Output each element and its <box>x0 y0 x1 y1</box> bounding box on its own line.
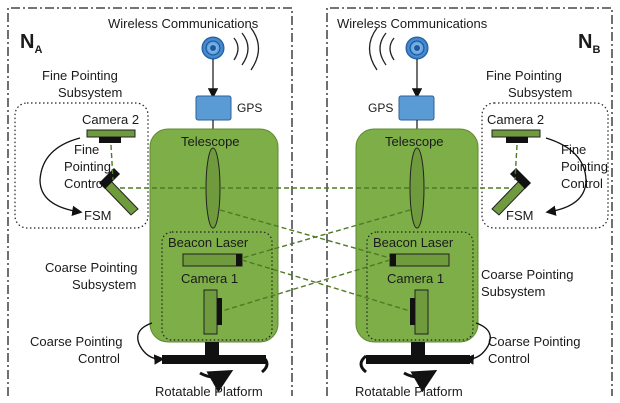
coarse-subsystem-label-b: Coarse Pointing Subsystem <box>481 267 577 299</box>
coarse-box-a <box>161 231 273 341</box>
camera2-sensor-b <box>506 137 528 143</box>
beacon-laser-a <box>182 253 243 267</box>
rotation-arrow-icon <box>403 370 438 393</box>
beacon-laser-b <box>389 253 450 267</box>
node-a-frame <box>7 7 293 396</box>
coarse-subsystem-line1-b: Coarse Pointing <box>481 267 574 282</box>
rotatable-platform-label-b: Rotatable Platform <box>355 384 463 399</box>
coarse-control-loop-b <box>463 322 491 365</box>
fine-control-loop-b <box>545 137 587 216</box>
rotation-arrow-icon <box>359 354 367 374</box>
fine-subsystem-line2-a: Subsystem <box>58 85 122 100</box>
telescope-lens-b <box>409 147 425 229</box>
coarse-control-label-b: Coarse Pointing Control <box>488 334 584 366</box>
camera1-sensor-a <box>217 298 222 325</box>
fine-control-line2-b: Pointing <box>561 159 608 174</box>
camera2-b <box>491 129 541 138</box>
fine-control-line2-a: Pointing <box>64 159 111 174</box>
node-b-frame <box>326 7 613 396</box>
coarse-control-line2-b: Control <box>488 351 530 366</box>
beam-telescope-b-to-beacon-a <box>241 209 411 259</box>
antenna-icon <box>201 36 225 60</box>
rotation-arrow-icon <box>261 354 269 374</box>
telescope-label-a: Telescope <box>181 134 240 149</box>
wireless-label-b: Wireless Communications <box>337 16 488 31</box>
gps-label-a: GPS <box>237 101 262 115</box>
coarse-box-b <box>366 231 474 341</box>
fine-subsystem-line1-b: Fine Pointing <box>486 68 562 83</box>
telescope-label-b: Telescope <box>385 134 444 149</box>
beam-camera2-fsm-b <box>514 144 518 181</box>
camera2-label-a: Camera 2 <box>82 112 139 127</box>
camera2-sensor-a <box>99 137 121 143</box>
fine-control-loop-a <box>39 137 83 216</box>
rotation-arrow-icon <box>199 370 234 393</box>
node-a-letter: N <box>20 31 34 53</box>
camera2-a <box>86 129 136 138</box>
fine-control-line1-b: Fine <box>561 142 586 157</box>
beam-telescope-a-to-beacon-b <box>219 209 391 259</box>
fine-control-line3-b: Control <box>561 176 603 191</box>
coarse-subsystem-line1-a: Coarse Pointing <box>45 260 138 275</box>
coarse-control-line1-a: Coarse Pointing <box>30 334 123 349</box>
beacon-laser-label-a: Beacon Laser <box>168 235 249 250</box>
camera1-label-b: Camera 1 <box>387 271 444 286</box>
fine-subsystem-line1-a: Fine Pointing <box>42 68 118 83</box>
node-a: NA Wireless Communications GPS Telescope… <box>7 7 293 399</box>
camera1-label-a: Camera 1 <box>181 271 238 286</box>
coarse-control-loop-a <box>137 322 165 365</box>
node-b-letter: N <box>578 31 592 53</box>
beam-beacon-a-to-camera1-b <box>241 259 411 312</box>
signal-waves-icon <box>368 27 395 71</box>
fine-subsystem-label-a: Fine Pointing Subsystem <box>42 68 122 100</box>
camera1-a <box>203 289 218 335</box>
gps-box-b <box>398 95 435 121</box>
fsm-label-b: FSM <box>506 208 533 223</box>
camera1-sensor-b <box>410 298 415 325</box>
node-a-subscript: A <box>34 44 42 56</box>
coarse-subsystem-line2-b: Subsystem <box>481 284 545 299</box>
gps-label-b: GPS <box>368 101 393 115</box>
rotatable-platform-label-a: Rotatable Platform <box>155 384 263 399</box>
fine-control-label-a: Fine Pointing Control <box>64 142 115 191</box>
fine-control-line3-a: Control <box>64 176 106 191</box>
node-a-title: NA <box>20 31 42 56</box>
camera1-b <box>414 289 429 335</box>
platform-mount-a <box>205 342 219 356</box>
rotatable-platform-b <box>366 355 470 364</box>
camera2-label-b: Camera 2 <box>487 112 544 127</box>
fine-subsystem-label-b: Fine Pointing Subsystem <box>486 68 572 100</box>
beam-beacon-b-to-camera1-a <box>221 259 391 312</box>
platform-mount-b <box>411 342 425 356</box>
gps-box-a <box>195 95 232 121</box>
rotatable-platform-a <box>162 355 266 364</box>
wireless-label-a: Wireless Communications <box>108 16 259 31</box>
node-b-title: NB <box>578 31 600 56</box>
beam-camera2-fsm-a <box>110 144 114 181</box>
beacon-laser-label-b: Beacon Laser <box>373 235 454 250</box>
antenna-icon <box>405 36 429 60</box>
beacon-laser-tip-a <box>236 254 242 266</box>
optical-beams <box>110 144 518 312</box>
telescope-lens-a <box>205 147 221 229</box>
fsm-label-a: FSM <box>84 208 111 223</box>
beacon-laser-tip-b <box>390 254 396 266</box>
fine-control-line1-a: Fine <box>74 142 99 157</box>
fsm-reflector-a <box>99 168 120 189</box>
coarse-control-label-a: Coarse Pointing Control <box>30 334 126 366</box>
fine-control-label-b: Fine Pointing Control <box>561 142 612 191</box>
node-b-subscript: B <box>592 44 600 56</box>
node-b: NB Wireless Communications GPS Telescope… <box>326 7 613 399</box>
coarse-subsystem-label-a: Coarse Pointing Subsystem <box>45 260 141 292</box>
fine-subsystem-line2-b: Subsystem <box>508 85 572 100</box>
coarse-control-line1-b: Coarse Pointing <box>488 334 581 349</box>
coarse-subsystem-line2-a: Subsystem <box>72 277 136 292</box>
signal-waves-icon <box>233 27 260 71</box>
coarse-control-line2-a: Control <box>78 351 120 366</box>
